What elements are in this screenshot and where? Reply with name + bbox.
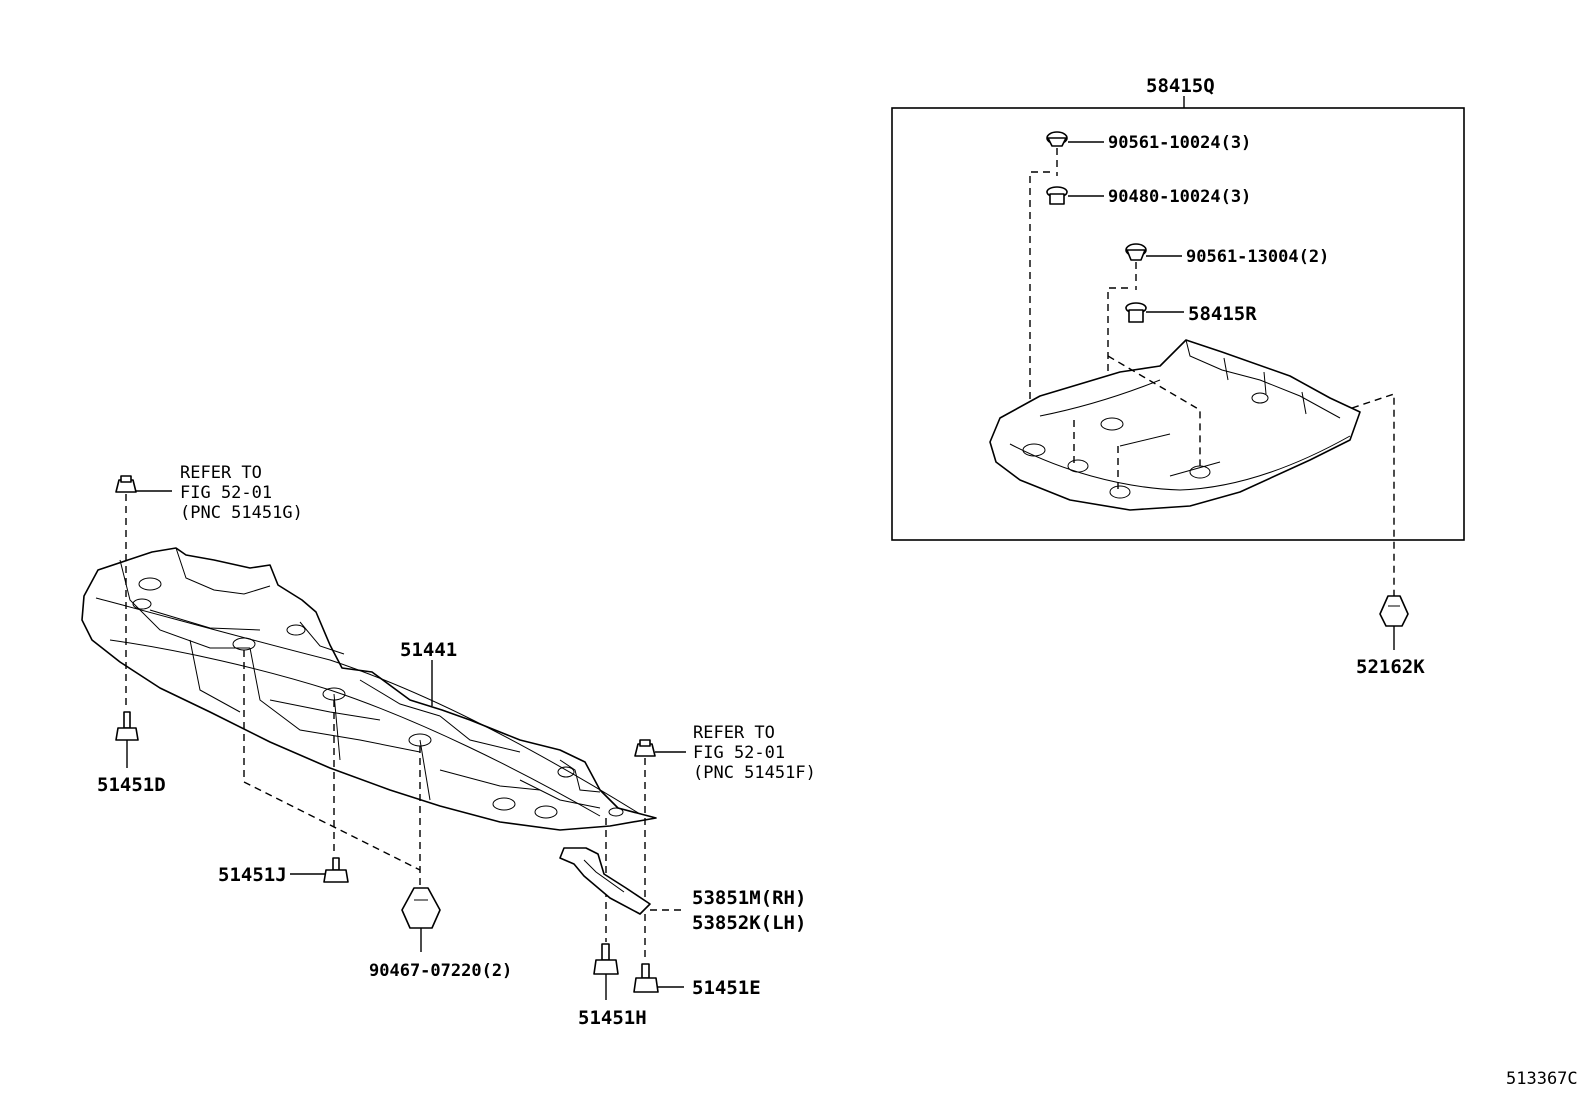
- ref-left-line3: (PNC 51451G): [180, 503, 303, 523]
- push-clip-90467-icon[interactable]: [401, 887, 441, 929]
- label-90561-10024: 90561-10024(3): [1108, 133, 1251, 153]
- label-53851m: 53851M(RH): [692, 887, 806, 909]
- nut-90480-10024-icon[interactable]: [1046, 186, 1068, 205]
- label-53852k: 53852K(LH): [692, 912, 806, 934]
- bolt-51451e-icon[interactable]: [633, 963, 659, 993]
- bolt-51451h-icon[interactable]: [593, 943, 619, 975]
- bolt-51451j-icon[interactable]: [323, 857, 349, 883]
- ref-left-line1: REFER TO: [180, 463, 262, 483]
- label-90561-13004: 90561-13004(2): [1186, 247, 1329, 267]
- ref-right-line1: REFER TO: [693, 723, 775, 743]
- grommet-90561-13004-icon[interactable]: [1125, 243, 1147, 261]
- ref-right-line2: FIG 52-01: [693, 743, 785, 763]
- label-58415r: 58415R: [1188, 303, 1257, 325]
- ref-right-line3: (PNC 51451F): [693, 763, 816, 783]
- label-51451d: 51451D: [97, 774, 166, 796]
- clip-51451g-icon[interactable]: [115, 475, 137, 493]
- clip-51451f-icon[interactable]: [634, 739, 656, 757]
- label-52162k: 52162K: [1356, 656, 1425, 678]
- nut-58415r-icon[interactable]: [1125, 302, 1147, 323]
- engine-under-cover[interactable]: [81, 547, 657, 831]
- label-90480-10024: 90480-10024(3): [1108, 187, 1251, 207]
- bracket-53851m-icon[interactable]: [559, 847, 651, 915]
- label-90467-07220: 90467-07220(2): [369, 961, 512, 981]
- label-51451h: 51451H: [578, 1007, 647, 1029]
- push-clip-52162k-icon[interactable]: [1379, 595, 1409, 627]
- bolt-51451d-icon[interactable]: [115, 711, 139, 741]
- label-58415q: 58415Q: [1146, 75, 1215, 97]
- sub-under-cover[interactable]: [989, 339, 1361, 511]
- diagram-id: 513367C: [1506, 1069, 1578, 1089]
- ref-left-line2: FIG 52-01: [180, 483, 272, 503]
- assembly-box: [891, 107, 1465, 541]
- label-51451e: 51451E: [692, 977, 761, 999]
- label-51451j: 51451J: [218, 864, 287, 886]
- grommet-90561-10024-icon[interactable]: [1046, 131, 1068, 147]
- label-51441: 51441: [400, 639, 457, 661]
